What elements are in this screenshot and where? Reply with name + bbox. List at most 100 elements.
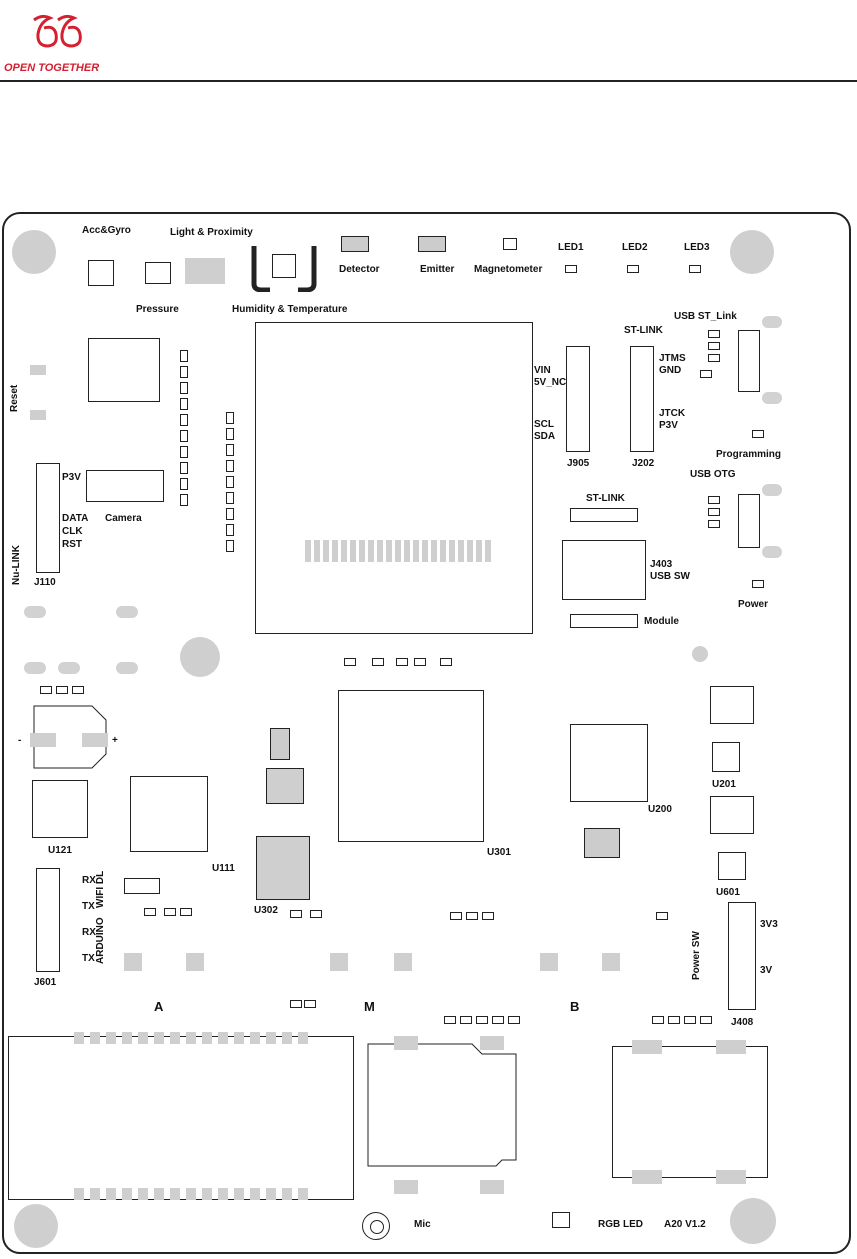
u121-chip xyxy=(32,780,88,838)
module-m-pad-1 xyxy=(394,1036,418,1050)
usb-otg-oval-2 xyxy=(762,546,782,558)
label-u111: U111 xyxy=(212,863,235,874)
module-a-top-pads xyxy=(74,1032,308,1044)
power-led xyxy=(752,580,764,588)
label-plus: + xyxy=(112,735,118,746)
mounting-hole-top-left xyxy=(12,230,56,274)
module-m-socket xyxy=(362,1040,522,1170)
humidity-temperature-sensor xyxy=(272,254,296,278)
crystal-component xyxy=(266,768,304,804)
oval-pad-1 xyxy=(24,606,46,618)
coin-cell-pad-plus xyxy=(82,733,108,747)
label-emitter: Emitter xyxy=(420,264,455,275)
module-a-footprint xyxy=(8,1036,354,1200)
brand-tagline: OPEN TOGETHER xyxy=(4,62,100,74)
sw103-pad-1 xyxy=(540,953,558,971)
label-magnetometer: Magnetometer xyxy=(474,264,543,275)
label-j110: J110 xyxy=(34,577,56,588)
u601-chip xyxy=(718,852,746,880)
mounting-hole-top-right xyxy=(730,230,774,274)
programming-led xyxy=(752,430,764,438)
module-b-pad-2 xyxy=(716,1040,746,1054)
u201-chip xyxy=(712,742,740,772)
label-power-sw: Power SW xyxy=(691,931,702,980)
label-minus: - xyxy=(18,735,22,746)
label-p3v-left: P3V xyxy=(62,472,81,483)
label-rx1: RX xyxy=(82,875,96,886)
label-led1: LED1 xyxy=(558,242,584,253)
l601-inductor xyxy=(710,796,754,834)
module-a-bottom-pads xyxy=(74,1188,308,1200)
l200-inductor xyxy=(710,686,754,724)
label-scl: SCL xyxy=(534,419,554,430)
camera-chip-block xyxy=(88,338,160,402)
label-mic: Mic xyxy=(414,1219,431,1230)
label-reset: Reset xyxy=(9,384,20,412)
mounting-hole-small-right xyxy=(692,646,708,662)
label-nu-link: Nu-LINK xyxy=(11,545,22,585)
module-connector xyxy=(305,540,491,562)
module-b-socket xyxy=(612,1046,768,1178)
label-u121: U121 xyxy=(48,845,72,856)
magnetometer-chip xyxy=(503,238,517,250)
label-data: DATA xyxy=(62,513,89,524)
j110-connector xyxy=(36,463,60,573)
coin-cell-pad-minus xyxy=(30,733,56,747)
label-b: B xyxy=(570,999,580,1014)
label-sda: SDA xyxy=(534,431,556,442)
mounting-hole-bottom-right xyxy=(730,1198,776,1244)
label-camera: Camera xyxy=(105,513,142,524)
sw101-pad-1 xyxy=(330,953,348,971)
label-usb-sw: USB SW xyxy=(650,571,690,582)
label-acc-gyro: Acc&Gyro xyxy=(82,225,131,236)
sw101-pad-2 xyxy=(394,953,412,971)
crystal-u200 xyxy=(584,828,620,858)
camera-connector xyxy=(86,470,164,502)
oval-pad-3 xyxy=(24,662,46,674)
fuse-component xyxy=(124,878,160,894)
label-3v: 3V xyxy=(760,965,773,976)
j408-power-switch xyxy=(728,902,756,1010)
j601-connector xyxy=(36,868,60,972)
j905-header xyxy=(566,346,590,452)
u302-chip xyxy=(256,836,310,900)
label-wifi-dl: WIFI DL xyxy=(95,870,106,908)
label-led3: LED3 xyxy=(684,242,710,253)
label-humidity-temperature: Humidity & Temperature xyxy=(232,304,348,315)
label-vin: VIN xyxy=(534,365,551,376)
light-proximity-sensor xyxy=(185,258,225,284)
logo xyxy=(28,12,98,52)
oval-pad-4 xyxy=(58,662,80,674)
label-detector: Detector xyxy=(339,264,380,275)
label-st-link-top: ST-LINK xyxy=(624,325,663,336)
module-footprint xyxy=(255,322,533,634)
label-tx2: TX xyxy=(82,953,95,964)
label-rx2: RX xyxy=(82,927,96,938)
module-m-pad-4 xyxy=(480,1180,504,1194)
sw102-pad-2 xyxy=(186,953,204,971)
u200-chip xyxy=(570,724,648,802)
emitter-component xyxy=(418,236,446,252)
label-j202: J202 xyxy=(632,458,655,469)
usb-st-link-connector xyxy=(738,330,760,392)
j202-header xyxy=(630,346,654,452)
label-module: Module xyxy=(644,616,679,627)
label-u201: U201 xyxy=(712,779,736,790)
label-pressure: Pressure xyxy=(136,304,179,315)
detector-component xyxy=(341,236,369,252)
label-jtms: JTMS xyxy=(659,353,686,364)
module-b-pad-1 xyxy=(632,1040,662,1054)
mounting-hole-mid-left xyxy=(180,637,220,677)
label-st-link-mid: ST-LINK xyxy=(586,493,625,504)
reset-button-pad-2 xyxy=(30,410,46,420)
label-j905: J905 xyxy=(567,458,590,469)
pressure-sensor xyxy=(145,262,171,284)
usb-otg-connector xyxy=(738,494,760,548)
label-power: Power xyxy=(738,599,769,610)
label-usb-otg: USB OTG xyxy=(690,469,736,480)
label-u302: U302 xyxy=(254,905,278,916)
acc-gyro-sensor xyxy=(88,260,114,286)
label-j601: J601 xyxy=(34,977,57,988)
sw103-pad-2 xyxy=(602,953,620,971)
microphone-component xyxy=(362,1212,390,1240)
